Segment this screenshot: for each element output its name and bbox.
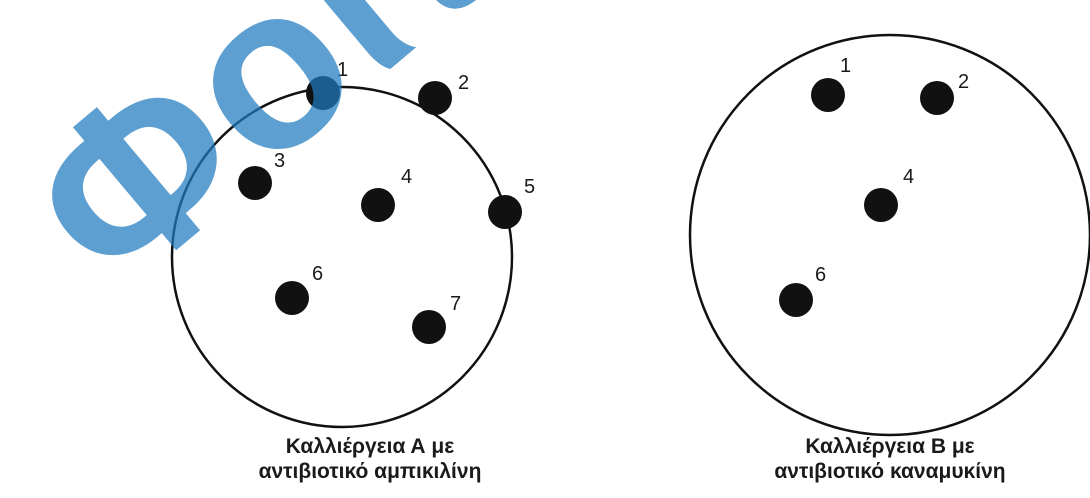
colony-b-4: 4 (864, 166, 914, 222)
colony-b-4-dot (864, 188, 898, 222)
colony-a-3-label: 3 (274, 150, 285, 172)
colony-b-6: 6 (779, 264, 826, 317)
plate-a-caption-line1: Καλλιέργεια Α με (285, 435, 455, 458)
watermark-text: Φοιτη (0, 0, 649, 338)
colony-a-5-dot (488, 195, 522, 229)
colony-a-7-label: 7 (450, 293, 461, 315)
colony-b-1-dot (811, 78, 845, 112)
plate-b-caption-line2: αντιβιοτικό καναμυκίνη (774, 460, 1006, 483)
colony-a-1-label: 1 (337, 59, 348, 81)
colony-a-1: 1 (306, 59, 348, 110)
colony-a-6-label: 6 (312, 263, 323, 285)
colony-b-6-label: 6 (815, 264, 826, 286)
plate-b-caption: Καλλιέργεια Β με αντιβιοτικό καναμυκίνη (730, 434, 1050, 484)
colony-b-4-label: 4 (903, 166, 914, 188)
colony-a-4-label: 4 (401, 166, 412, 188)
colony-b-2: 2 (920, 71, 969, 115)
colony-a-1-dot (306, 76, 340, 110)
plate-a-caption-line2: αντιβιοτικό αμπικιλίνη (258, 460, 482, 483)
colony-a-7: 7 (412, 293, 461, 344)
plate-b-outline (688, 33, 1090, 437)
colony-a-3: 3 (238, 150, 285, 200)
colony-b-1-label: 1 (840, 55, 851, 77)
plate-a-caption: Καλλιέργεια Α με αντιβιοτικό αμπικιλίνη (210, 434, 530, 484)
colony-a-7-dot (412, 310, 446, 344)
colony-b-2-label: 2 (958, 71, 969, 93)
colony-b-2-dot (920, 81, 954, 115)
watermark: Φοιτη (0, 0, 649, 338)
plate-b: 1 2 4 6 (688, 33, 1090, 437)
colony-a-6: 6 (275, 263, 323, 315)
colony-a-2-dot (418, 81, 452, 115)
plate-a-outline (170, 85, 514, 429)
colony-a-5: 5 (488, 176, 535, 229)
colony-a-4-dot (361, 188, 395, 222)
colony-a-4: 4 (361, 166, 412, 222)
colony-a-3-dot (238, 166, 272, 200)
colony-b-1: 1 (811, 55, 851, 112)
colony-a-2-label: 2 (458, 72, 469, 94)
plate-b-caption-line1: Καλλιέργεια Β με (805, 435, 975, 458)
colony-a-6-dot (275, 281, 309, 315)
colony-a-2: 2 (418, 72, 469, 115)
colony-a-5-label: 5 (524, 176, 535, 198)
plate-a: 1 2 3 4 5 6 7 (170, 59, 535, 429)
colony-b-6-dot (779, 283, 813, 317)
